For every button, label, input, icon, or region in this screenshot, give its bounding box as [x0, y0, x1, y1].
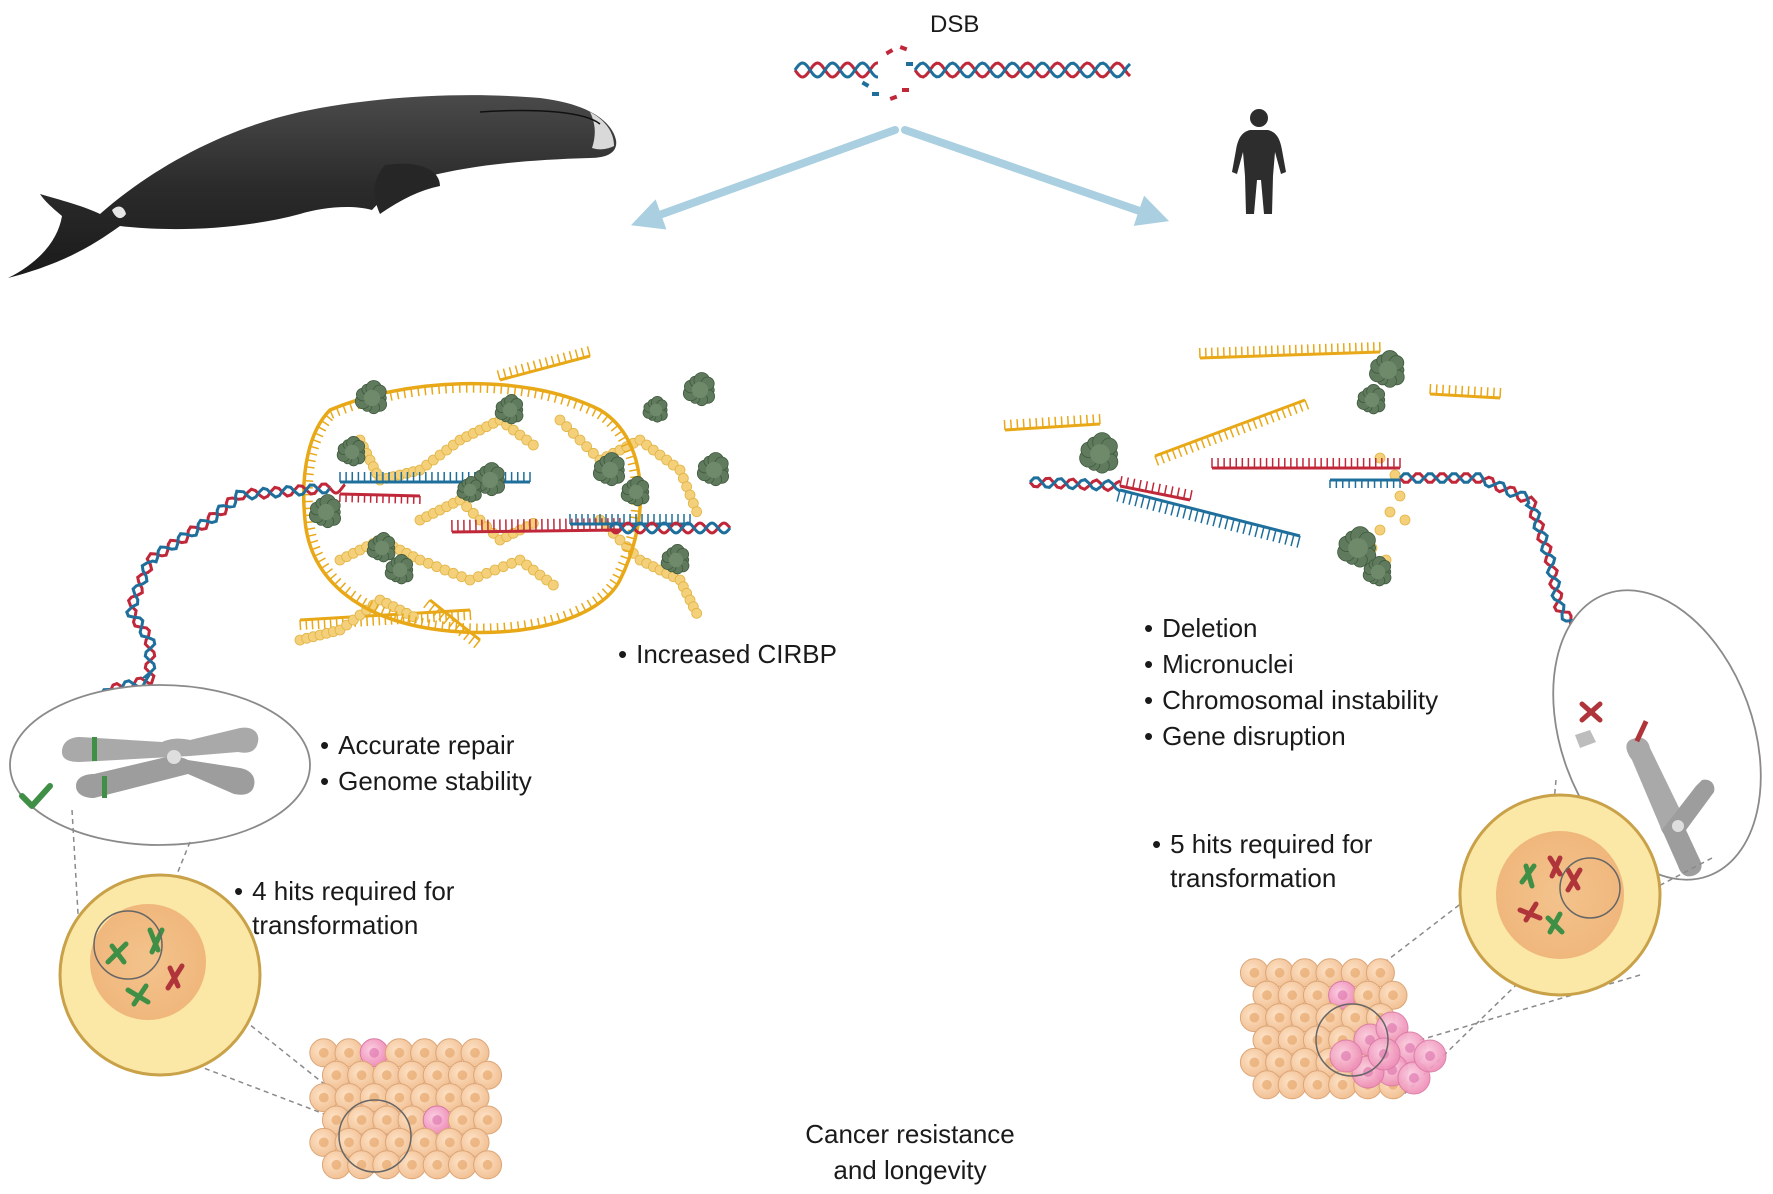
arrow-to-whale [630, 126, 899, 230]
whale-hits-line: transformation [252, 910, 419, 940]
caption-line-1: Cancer resistance [805, 1119, 1015, 1149]
human-hits-line: 5 hits required for [1152, 826, 1372, 862]
arrow-to-human [901, 126, 1170, 226]
whale-tissue-cluster [309, 1038, 503, 1180]
bottom-caption: Cancer resistance and longevity [760, 1116, 1060, 1188]
whale-hits-line: 4 hits required for [234, 873, 454, 909]
human-outcome-item: Deletion [1144, 610, 1257, 646]
chromosome [62, 727, 259, 798]
whale-cell [58, 873, 262, 1077]
whale-outcome-item: Genome stability [320, 763, 532, 799]
human-cell [1458, 793, 1662, 997]
whale-outcome-item: Accurate repair [320, 727, 514, 763]
human-outcome-item: Chromosomal instability [1144, 682, 1438, 718]
whale-repair-complex [83, 346, 732, 718]
dsb-label: DSB [930, 11, 980, 38]
cross-icon [1579, 701, 1603, 723]
human-repair-complex [1003, 341, 1655, 725]
caption-line-2: and longevity [833, 1155, 987, 1185]
human-hits-line: transformation [1170, 863, 1337, 893]
bowhead-whale-illustration [8, 95, 617, 278]
dsb-dna-break [793, 45, 1132, 101]
check-icon [19, 783, 53, 809]
whale-chromosome-zoom [9, 684, 311, 846]
arrows [630, 126, 1170, 230]
human-outcome-item: Micronuclei [1144, 646, 1294, 682]
human-tissue-cluster [1239, 958, 1447, 1100]
human-outcome-item: Gene disruption [1144, 718, 1346, 754]
human-silhouette-icon [1232, 109, 1286, 214]
increased-cirbp-label: Increased CIRBP [618, 636, 837, 672]
